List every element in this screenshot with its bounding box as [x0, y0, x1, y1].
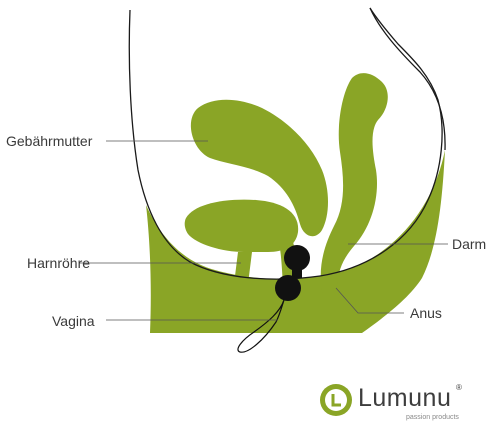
- kegel-ball-connector: [292, 268, 302, 278]
- label-colon: Darm: [452, 236, 487, 252]
- brand-logo: Lumunu ® passion products: [318, 382, 468, 426]
- leader-anus: [335, 287, 404, 314]
- retrieval-cord: [237, 299, 285, 353]
- body-outline-upper: [369, 7, 446, 151]
- kegel-balls: [237, 245, 310, 353]
- bladder: [184, 199, 299, 252]
- label-anus: Anus: [410, 305, 442, 321]
- logo-wordmark: Lumunu: [358, 384, 452, 412]
- pelvic-floor-tissue: [146, 150, 445, 333]
- label-urethra: Harnröhre: [27, 255, 91, 271]
- kegel-ball-upper: [284, 245, 310, 271]
- logo-tagline: passion products: [406, 414, 459, 421]
- label-vagina: Vagina: [52, 313, 95, 329]
- rectum: [320, 73, 388, 300]
- circle-L-logo-icon: [320, 384, 352, 416]
- urethra: [232, 252, 252, 300]
- kegel-ball-lower: [275, 275, 301, 301]
- uterus: [190, 99, 328, 237]
- label-uterus: Gebährmutter: [6, 133, 93, 149]
- body-outline: [128, 7, 443, 280]
- logo-registered-mark: ®: [456, 383, 462, 392]
